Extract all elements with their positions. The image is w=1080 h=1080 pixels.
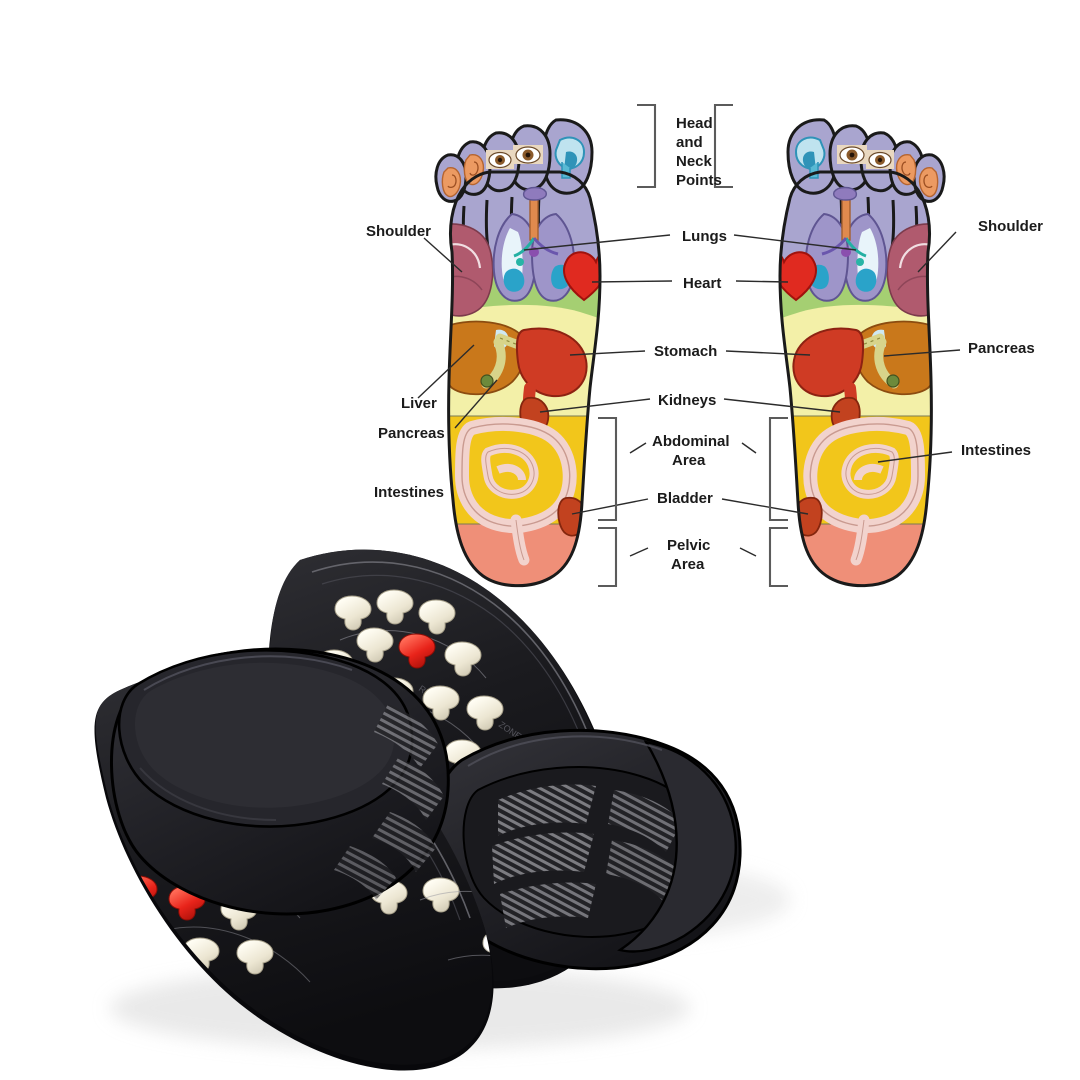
label-pelvic-area: Pelvic Area bbox=[667, 537, 715, 573]
right-foot-organs bbox=[780, 186, 932, 566]
label-lungs: Lungs bbox=[682, 228, 727, 245]
intestines-organ bbox=[455, 417, 577, 566]
lungs-organ bbox=[804, 186, 888, 302]
label-intestines-left: Intestines bbox=[374, 484, 444, 501]
label-shoulder-right: Shoulder bbox=[978, 218, 1043, 235]
label-stomach: Stomach bbox=[654, 343, 717, 360]
ear-icon bbox=[441, 167, 462, 198]
chart-brackets bbox=[598, 103, 788, 588]
label-pancreas-right: Pancreas bbox=[968, 340, 1035, 357]
bracket-abdominal-right bbox=[768, 416, 788, 522]
bracket-abdominal-left bbox=[598, 416, 618, 522]
heart-organ bbox=[780, 251, 817, 302]
slipper-strap bbox=[431, 728, 742, 971]
slipper-front: ACU POINT bbox=[94, 647, 494, 1071]
eye-icon bbox=[837, 145, 867, 164]
massage-node-accent bbox=[120, 875, 158, 911]
ear-icon bbox=[463, 154, 485, 186]
lungs-organ bbox=[492, 186, 576, 302]
right-foot-toes bbox=[786, 118, 946, 251]
strap-mesh-panel bbox=[492, 784, 682, 928]
bracket-pelvic-right bbox=[768, 526, 788, 588]
label-intestines-right: Intestines bbox=[961, 442, 1031, 459]
massage-node-accent bbox=[398, 633, 436, 669]
chart-leader-lines bbox=[417, 231, 961, 557]
left-foot-diagram bbox=[434, 118, 602, 588]
label-kidneys: Kidneys bbox=[658, 392, 716, 409]
strap-mesh-panel bbox=[334, 704, 444, 900]
bracket-head-neck-left bbox=[637, 103, 657, 189]
ear-icon bbox=[895, 154, 917, 186]
left-foot-toes bbox=[434, 118, 594, 251]
eye-icon bbox=[513, 145, 543, 164]
bracket-pelvic-left bbox=[598, 526, 618, 588]
heart-organ bbox=[563, 251, 600, 302]
eye-icon bbox=[486, 150, 514, 169]
chart-labels: Head and Neck Points Lungs Heart Stomach… bbox=[366, 115, 1043, 573]
label-head-and-neck-points: Head and Neck Points bbox=[676, 115, 722, 189]
brain-icon bbox=[554, 136, 586, 179]
label-pancreas-left: Pancreas bbox=[378, 425, 445, 442]
slipper-strap bbox=[110, 647, 450, 916]
right-foot-diagram bbox=[778, 118, 946, 588]
label-shoulder-left: Shoulder bbox=[366, 223, 431, 240]
bracket-head-neck-right bbox=[713, 103, 733, 189]
label-bladder: Bladder bbox=[657, 490, 713, 507]
label-heart: Heart bbox=[683, 275, 721, 292]
ear-icon bbox=[918, 167, 939, 198]
eye-icon bbox=[866, 150, 894, 169]
intestines-organ bbox=[803, 417, 925, 566]
label-liver-left: Liver bbox=[401, 395, 437, 412]
label-abdominal-area: Abdominal Area bbox=[652, 433, 734, 469]
